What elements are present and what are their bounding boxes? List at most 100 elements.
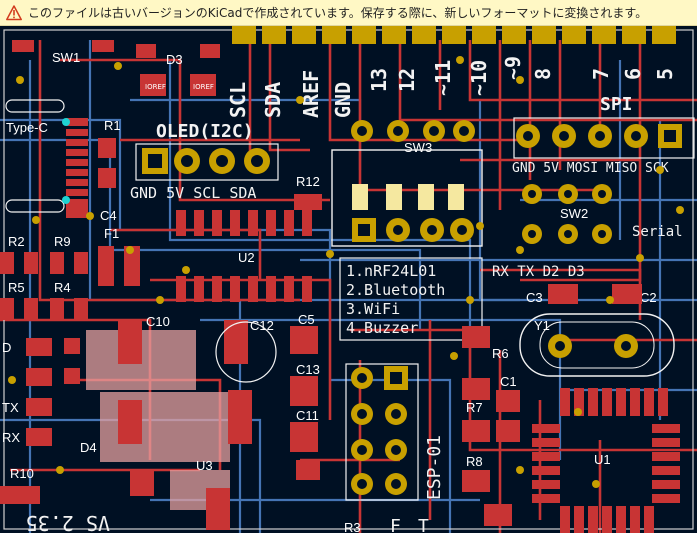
esp01-outline — [345, 363, 419, 501]
board-outline — [3, 29, 694, 530]
pin-label-aref: AREF — [299, 70, 323, 118]
ref-c5: C5 — [298, 312, 315, 327]
pin-label-12: 12 — [395, 68, 419, 92]
spi-pads[interactable] — [516, 124, 682, 148]
ref-r1: R1 — [104, 118, 121, 133]
pin-label-6: 6 — [621, 68, 645, 80]
sw1-pad[interactable] — [92, 40, 114, 52]
ref-r7: R7 — [466, 400, 483, 415]
legacy-file-warning-banner: このファイルは古いバージョンのKiCadで作成されています。保存する際に、新しい… — [0, 0, 697, 26]
ref-c13: C13 — [296, 362, 320, 377]
ref-c11: C11 — [296, 408, 319, 423]
ref-u3: U3 — [196, 458, 213, 473]
mode-item-3: 3.WiFi — [346, 300, 400, 318]
smd-part[interactable] — [140, 74, 166, 96]
ref-sw2: SW2 — [560, 206, 588, 221]
sw1-pad[interactable] — [12, 40, 34, 52]
spi-pin-labels: GND 5V MOSI MISO SCK — [512, 161, 669, 176]
usb-label: Type-C — [6, 120, 48, 135]
y1-outline — [519, 313, 675, 377]
r1-pad[interactable] — [98, 168, 116, 188]
ref-r6: R6 — [492, 346, 509, 361]
ref-r4: R4 — [54, 280, 71, 295]
d3-pad[interactable] — [136, 44, 156, 58]
oled-label: OLED(I2C) — [156, 121, 254, 142]
oled-pin-labels: GND 5V SCL SDA — [130, 184, 256, 202]
svg-text:IOREF: IOREF — [193, 83, 214, 91]
esp01-pads[interactable] — [351, 366, 408, 495]
sw2-pads[interactable] — [522, 184, 612, 244]
esp01-label: ESP-01 — [424, 435, 445, 500]
ref-c2: C2 — [640, 290, 657, 305]
ref-r5: R5 — [8, 280, 25, 295]
ref-y1: Y1 — [534, 318, 550, 333]
ref-c1: C1 — [500, 374, 517, 389]
ref-u1: U1 — [594, 452, 611, 467]
pin-label-sda: SDA — [261, 82, 285, 118]
dip-switch-outline — [331, 149, 483, 247]
mode-item-4: 4.Buzzer — [346, 319, 418, 337]
top-header-pads[interactable] — [232, 26, 676, 44]
pin-label-5: 5 — [653, 68, 677, 80]
mode-header-labels: RX TX D2 D3 — [492, 264, 585, 280]
spi-connector-outline — [513, 117, 695, 159]
ref-d3: D3 — [166, 52, 183, 67]
smd-part[interactable] — [190, 74, 216, 96]
pin-label-13: 13 — [367, 68, 391, 92]
c12-outline — [215, 321, 277, 383]
pin-label-9: ~9 — [501, 56, 525, 80]
warning-message: このファイルは古いバージョンのKiCadで作成されています。保存する際に、新しい… — [28, 6, 648, 20]
side-label-rx: RX — [2, 430, 20, 445]
u2-pads[interactable] — [176, 210, 312, 302]
back-silkscreen — [86, 330, 230, 510]
svg-text:IOREF: IOREF — [145, 83, 166, 91]
dip-switch-pads[interactable] — [352, 218, 474, 242]
usb-type-c-footprint[interactable] — [5, 99, 88, 218]
u1-pads[interactable] — [532, 388, 680, 533]
pin-label-scl: SCL — [226, 82, 250, 118]
ref-f1: F1 — [104, 226, 119, 241]
d3-pad[interactable] — [200, 44, 220, 58]
pin-label-7: 7 — [589, 68, 613, 80]
ref-r10: R10 — [10, 466, 34, 481]
ref-u2: U2 — [238, 250, 255, 265]
mid-right-pads[interactable] — [462, 326, 520, 526]
dip-switch-levers[interactable] — [352, 184, 464, 210]
vias — [8, 56, 684, 488]
ref-c3: C3 — [526, 290, 543, 305]
ref-d4: D4 — [80, 440, 97, 455]
sw3-pads[interactable] — [351, 120, 475, 142]
ref-c12: C12 — [250, 318, 274, 333]
ref-sw3: SW3 — [404, 140, 432, 155]
pin-label-11: ~11 — [431, 60, 455, 96]
ref-r3: R3 — [344, 520, 361, 533]
serial-label: Serial — [632, 224, 683, 240]
c3-pad[interactable] — [548, 284, 578, 304]
mode-list-box — [339, 257, 483, 341]
left-smd-pads[interactable] — [0, 246, 140, 446]
side-label-tx: TX — [2, 400, 19, 415]
r12-pad[interactable] — [294, 194, 322, 210]
ref-c10: C10 — [146, 314, 170, 329]
bottom-text-f: F — [390, 516, 401, 533]
bottom-version-text: VS 2.35 — [26, 511, 110, 533]
pin-label-8: 8 — [531, 68, 555, 80]
oled-connector-outline — [135, 143, 279, 181]
bottom-text-t: T — [418, 516, 429, 533]
ref-r2: R2 — [8, 234, 25, 249]
ref-c4: C4 — [100, 208, 117, 223]
spi-label: SPI — [600, 94, 633, 115]
warning-icon — [6, 4, 22, 20]
mode-item-2: 2.Bluetooth — [346, 281, 445, 299]
c2-pad[interactable] — [612, 284, 642, 304]
header-pin-labels: SCL SDA AREF GND 13 12 ~11 ~10 ~9 8 7 6 … — [226, 56, 677, 118]
y1-pads[interactable] — [548, 334, 638, 358]
ref-r8: R8 — [466, 454, 483, 469]
ref-r9: R9 — [54, 234, 71, 249]
y1-inner-outline — [539, 321, 655, 369]
ref-r12: R12 — [296, 174, 320, 189]
pcb-canvas[interactable]: SCL SDA AREF GND 13 12 ~11 ~10 ~9 8 7 6 … — [0, 26, 697, 533]
r1-pad[interactable] — [98, 138, 116, 158]
oled-pads[interactable] — [142, 148, 270, 174]
